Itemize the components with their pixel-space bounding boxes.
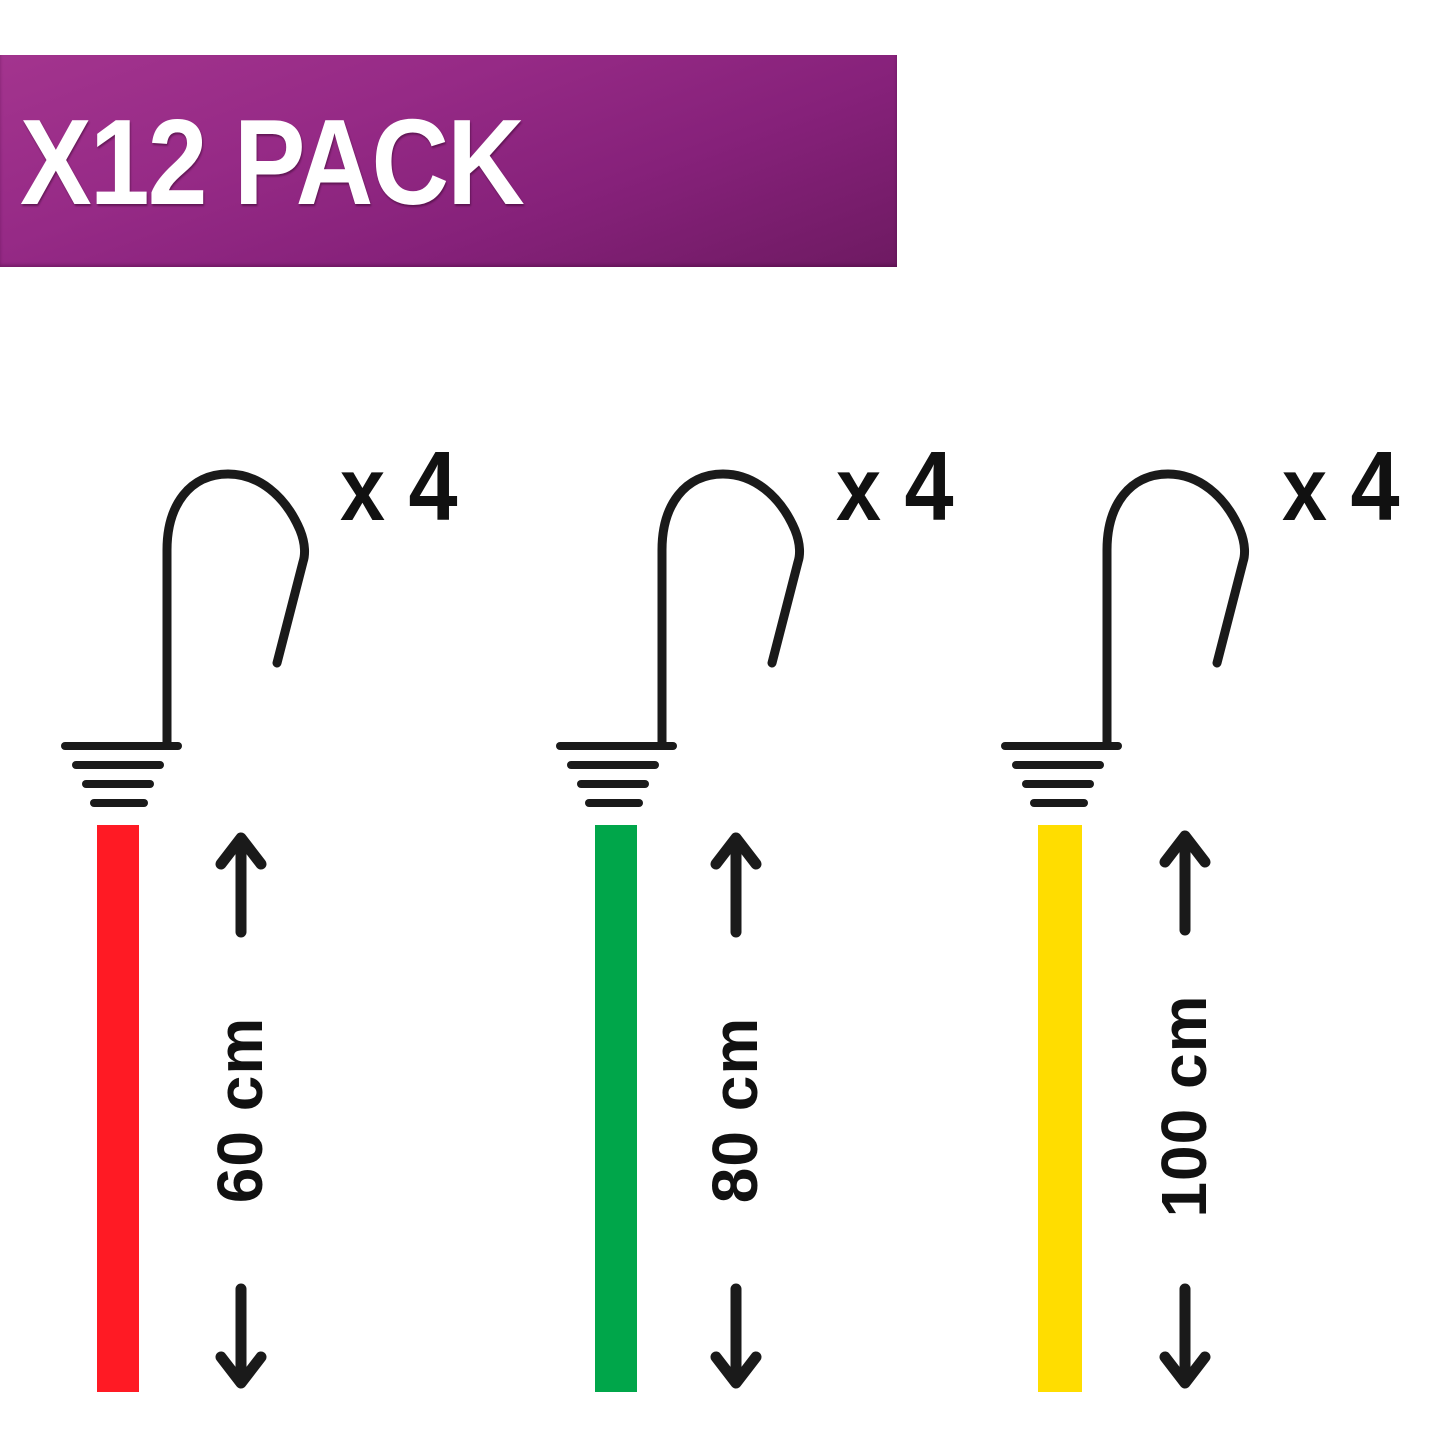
- cord-bar-yellow: [1038, 825, 1082, 1392]
- hook-icon: [61, 469, 310, 807]
- cord-bar-red: [97, 825, 139, 1392]
- quantity-prefix: x: [836, 440, 882, 540]
- length-label: 100 cm: [1148, 994, 1220, 1218]
- length-label: 80 cm: [699, 1016, 771, 1204]
- quantity-prefix: x: [1282, 440, 1328, 540]
- arrow-up-icon: [710, 832, 762, 938]
- quantity-value: 4: [408, 431, 458, 541]
- arrow-up-icon: [1159, 830, 1211, 936]
- arrow-down-icon: [1159, 1283, 1211, 1389]
- arrow-down-icon: [710, 1283, 762, 1389]
- length-label: 60 cm: [204, 1016, 276, 1204]
- pack-title: X12 PACK: [20, 94, 525, 230]
- hook-icon: [1001, 469, 1250, 807]
- arrow-down-icon: [215, 1283, 267, 1389]
- quantity-value: 4: [904, 431, 954, 541]
- pack-banner: X12 PACK: [0, 55, 897, 267]
- hook-icon: [556, 469, 805, 807]
- arrow-up-icon: [215, 832, 267, 938]
- cord-bar-green: [595, 825, 637, 1392]
- quantity-prefix: x: [340, 440, 386, 540]
- quantity-value: 4: [1350, 431, 1400, 541]
